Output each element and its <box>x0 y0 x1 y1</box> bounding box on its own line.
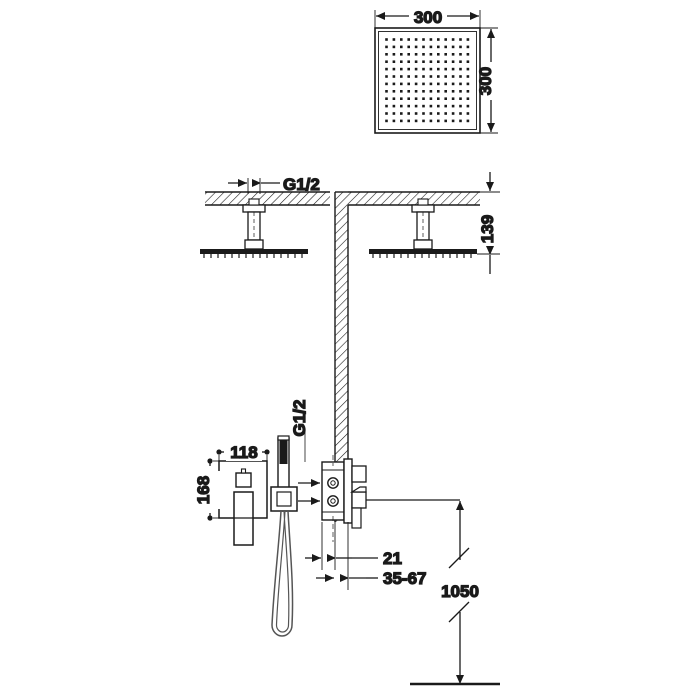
dimension-label-ceiling-drop: 139 <box>478 215 497 243</box>
dimension-label-valve-depth-range: 35-67 <box>383 569 426 588</box>
ceiling-shower-left-side-view <box>200 191 330 258</box>
inlet-flow-arrows <box>298 479 320 505</box>
valve-body-section <box>321 455 460 542</box>
dimension-valve-depth-range <box>316 522 378 590</box>
dimension-ceiling-thread <box>228 178 280 194</box>
dimension-plate-width <box>216 441 270 461</box>
dimension-label-valve-thread: G1/2 <box>290 400 309 437</box>
dimension-label-plate-width: 118 <box>230 443 257 462</box>
dimension-label-ceiling-thread: G1/2 <box>283 175 320 194</box>
valve-trim-front-view <box>218 460 268 546</box>
nozzle-grid <box>385 38 470 123</box>
shower-head-plan-view <box>374 27 481 134</box>
hand-shower-assembly <box>270 435 298 637</box>
dimension-head-height <box>480 27 501 134</box>
dimension-ceiling-drop <box>477 172 500 274</box>
dimension-label-head-height: 300 <box>476 67 495 95</box>
wall-ceiling-section <box>334 191 480 522</box>
ceiling-shower-right-side-view <box>369 198 477 258</box>
dimension-head-width <box>374 6 481 28</box>
dimension-label-valve-depth-min: 21 <box>383 549 402 568</box>
dimension-valve-floor-height <box>410 501 500 686</box>
dimension-label-head-width: 300 <box>414 8 442 27</box>
dimension-valve-depth-min <box>305 522 378 570</box>
dimension-label-valve-floor-height: 1050 <box>441 582 479 601</box>
dimension-label-plate-height: 168 <box>194 476 213 504</box>
dimension-plate-height <box>200 458 220 521</box>
